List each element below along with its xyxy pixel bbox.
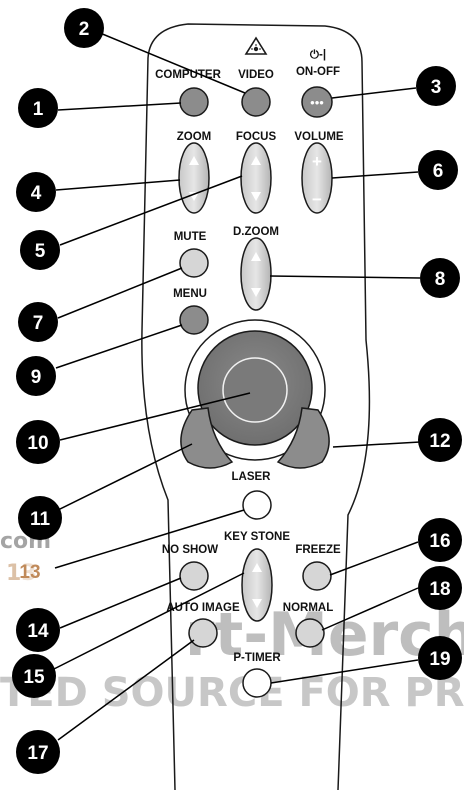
- video-button[interactable]: [242, 88, 270, 116]
- dzoom-label: D.ZOOM: [233, 226, 279, 238]
- normal-button[interactable]: [296, 619, 324, 647]
- video-label: VIDEO: [238, 69, 274, 81]
- svg-text:5: 5: [35, 241, 46, 262]
- auto-image-label: AUTO IMAGE: [166, 602, 240, 614]
- svg-text:12: 12: [429, 431, 450, 452]
- callout-1: 1: [18, 88, 58, 128]
- callout-11: 11: [18, 496, 62, 540]
- callout-15: 15: [12, 654, 56, 698]
- watermark-line2: TED SOURCE FOR PROJ: [0, 670, 464, 716]
- on-off-dots: •••: [310, 95, 324, 110]
- laser-button[interactable]: [243, 491, 271, 519]
- callout-9: 9: [16, 356, 56, 396]
- callout-3: 3: [416, 66, 456, 106]
- on-off-label: ON-OFF: [296, 66, 340, 78]
- auto-image-button[interactable]: [189, 619, 217, 647]
- callout-8: 8: [420, 258, 460, 298]
- dzoom-rocker[interactable]: [241, 238, 271, 310]
- laser-warning-icon: [246, 38, 266, 54]
- svg-text:2: 2: [79, 19, 90, 40]
- dial-center: [223, 358, 287, 422]
- svg-text:4: 4: [31, 183, 42, 204]
- focus-label: FOCUS: [236, 131, 277, 143]
- focus-rocker[interactable]: [241, 143, 271, 213]
- svg-text:18: 18: [429, 579, 450, 600]
- callout-16: 16: [418, 518, 462, 562]
- volume-label: VOLUME: [294, 131, 344, 143]
- zoom-rocker[interactable]: [179, 143, 209, 213]
- zoom-label: ZOOM: [177, 131, 212, 143]
- callout-17: 17: [16, 730, 60, 774]
- keystone-label: KEY STONE: [224, 531, 290, 543]
- callout-7: 7: [18, 302, 58, 342]
- svg-text:8: 8: [435, 269, 446, 290]
- svg-text:15: 15: [23, 667, 45, 688]
- callout-4: 4: [16, 172, 56, 212]
- svg-text:11: 11: [30, 509, 51, 530]
- svg-text:16: 16: [429, 531, 450, 552]
- no-show-label: NO SHOW: [162, 544, 218, 556]
- callout-10: 10: [16, 420, 60, 464]
- keystone-rocker[interactable]: [242, 549, 272, 621]
- svg-text:3: 3: [431, 77, 442, 98]
- power-symbol-label: ⏻-|: [310, 48, 326, 61]
- menu-button[interactable]: [180, 306, 208, 334]
- mute-label: MUTE: [174, 231, 207, 243]
- p-timer-button[interactable]: [243, 669, 271, 697]
- callout-12: 12: [418, 418, 462, 462]
- volume-minus-icon: −: [312, 190, 322, 209]
- svg-text:1: 1: [33, 99, 44, 120]
- callout-19: 19: [418, 636, 462, 680]
- svg-text:10: 10: [27, 433, 48, 454]
- no-show-button[interactable]: [180, 562, 208, 590]
- callout-2: 2: [64, 8, 104, 48]
- freeze-label: FREEZE: [295, 544, 341, 556]
- callout-13: 13: [18, 555, 48, 585]
- svg-text:7: 7: [33, 313, 44, 334]
- computer-button[interactable]: [180, 88, 208, 116]
- callout-14: 14: [16, 608, 60, 652]
- svg-text:9: 9: [31, 367, 42, 388]
- svg-text:14: 14: [27, 621, 49, 642]
- svg-text:6: 6: [433, 161, 444, 182]
- navigation-dial[interactable]: [198, 331, 312, 445]
- volume-rocker[interactable]: + −: [302, 143, 332, 213]
- svg-text:19: 19: [429, 649, 450, 670]
- normal-label: NORMAL: [283, 602, 333, 614]
- freeze-button[interactable]: [303, 562, 331, 590]
- volume-plus-icon: +: [312, 152, 322, 171]
- menu-label: MENU: [173, 288, 207, 300]
- watermark: rt-Merchant TED SOURCE FOR PROJ com 13: [0, 529, 464, 716]
- svg-text:17: 17: [27, 743, 48, 764]
- callout-5: 5: [20, 230, 60, 270]
- svg-text:13: 13: [19, 562, 40, 583]
- mute-button[interactable]: [180, 249, 208, 277]
- p-timer-label: P-TIMER: [233, 652, 281, 664]
- laser-label: LASER: [232, 471, 272, 483]
- callout-6: 6: [418, 150, 458, 190]
- callout-18: 18: [418, 566, 462, 610]
